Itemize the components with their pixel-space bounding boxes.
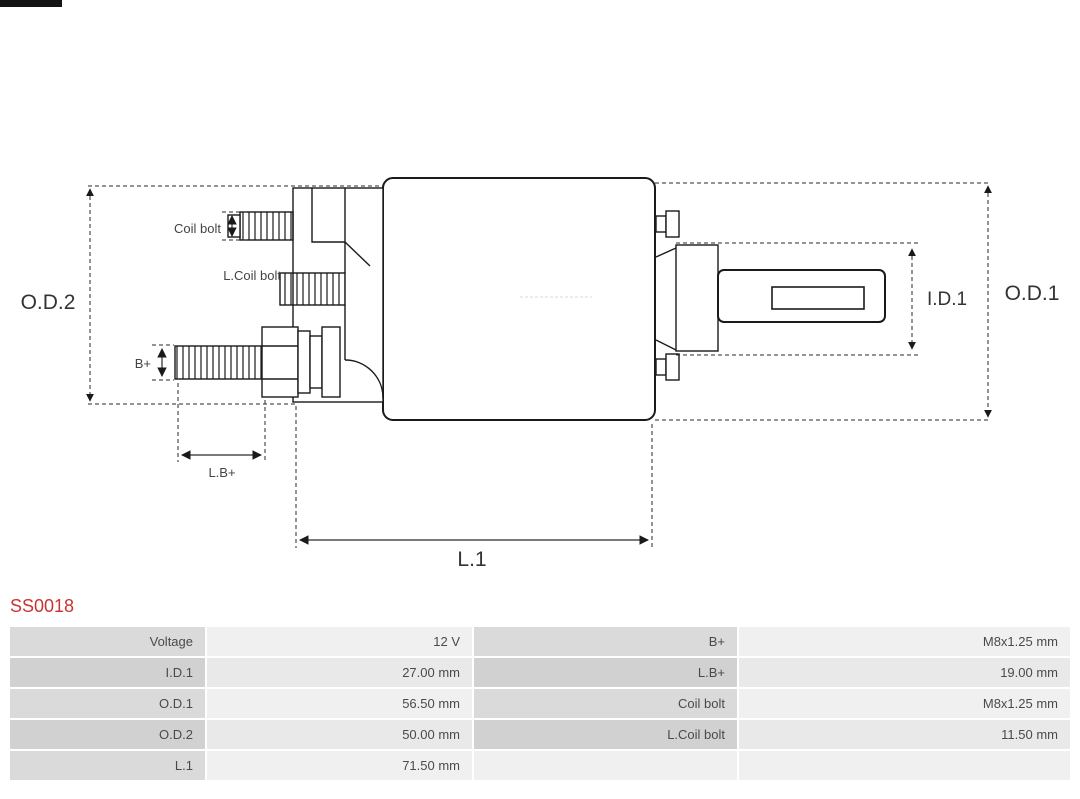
side-studs [655, 210, 680, 381]
spec-label-cell: Coil bolt [474, 689, 737, 718]
spec-value-cell: 71.50 mm [207, 751, 472, 780]
od2-dimension: O.D.2 [21, 185, 383, 405]
top-left-artifact [0, 0, 62, 7]
spec-value-cell [739, 751, 1070, 780]
solenoid-technical-drawing: O.D.2 O.D.1 I.D.1 Coil bolt L.Coil bolt … [21, 177, 1060, 571]
spec-label-cell: L.1 [10, 751, 205, 780]
spec-label-cell: O.D.2 [10, 720, 205, 749]
b-plus-dimension: B+ [135, 344, 174, 381]
table-row: L.1 71.50 mm [10, 751, 1070, 780]
spec-label-cell: B+ [474, 627, 737, 656]
spec-label-cell: O.D.1 [10, 689, 205, 718]
spec-label-cell: Voltage [10, 627, 205, 656]
id1-dimension: I.D.1 [676, 242, 967, 356]
coil-bolt-terminal [227, 211, 346, 306]
spec-value-cell: M8x1.25 mm [739, 689, 1070, 718]
l-coil-bolt-dimension: L.Coil bolt [223, 268, 281, 283]
spec-value-cell: 56.50 mm [207, 689, 472, 718]
spec-value-cell: 11.50 mm [739, 720, 1070, 749]
table-row: O.D.1 56.50 mm Coil bolt M8x1.25 mm [10, 689, 1070, 718]
spec-label-cell: L.Coil bolt [474, 720, 737, 749]
spec-table: Voltage 12 V B+ M8x1.25 mm I.D.1 27.00 m… [8, 625, 1072, 782]
spec-value-cell: 50.00 mm [207, 720, 472, 749]
coil-bolt-dimension: Coil bolt [174, 211, 246, 241]
spec-label-cell [474, 751, 737, 780]
spec-label-cell: L.B+ [474, 658, 737, 687]
od1-dimension: O.D.1 [655, 182, 1060, 421]
part-code: SS0018 [10, 596, 75, 616]
spec-value-cell: 12 V [207, 627, 472, 656]
b-plus-label: B+ [135, 356, 151, 371]
solenoid-body [382, 177, 656, 421]
spec-label-cell: I.D.1 [10, 658, 205, 687]
od1-label: O.D.1 [1005, 282, 1060, 305]
l-b-plus-dimension: L.B+ [177, 383, 266, 480]
l1-dimension: L.1 [295, 406, 653, 571]
spec-value-cell: M8x1.25 mm [739, 627, 1070, 656]
l1-label: L.1 [457, 548, 486, 571]
spec-value-cell: 27.00 mm [207, 658, 472, 687]
l-coil-bolt-label: L.Coil bolt [223, 268, 281, 283]
spec-value-cell: 19.00 mm [739, 658, 1070, 687]
table-row: I.D.1 27.00 mm L.B+ 19.00 mm [10, 658, 1070, 687]
plunger [655, 244, 886, 352]
solenoid-diagram-svg: O.D.2 O.D.1 I.D.1 Coil bolt L.Coil bolt … [21, 177, 1060, 571]
id1-label: I.D.1 [927, 289, 967, 310]
b-plus-terminal [174, 326, 341, 398]
od2-label: O.D.2 [21, 291, 76, 314]
table-row: O.D.2 50.00 mm L.Coil bolt 11.50 mm [10, 720, 1070, 749]
table-row: Voltage 12 V B+ M8x1.25 mm [10, 627, 1070, 656]
l-b-plus-label: L.B+ [208, 465, 235, 480]
coil-bolt-label: Coil bolt [174, 221, 221, 236]
